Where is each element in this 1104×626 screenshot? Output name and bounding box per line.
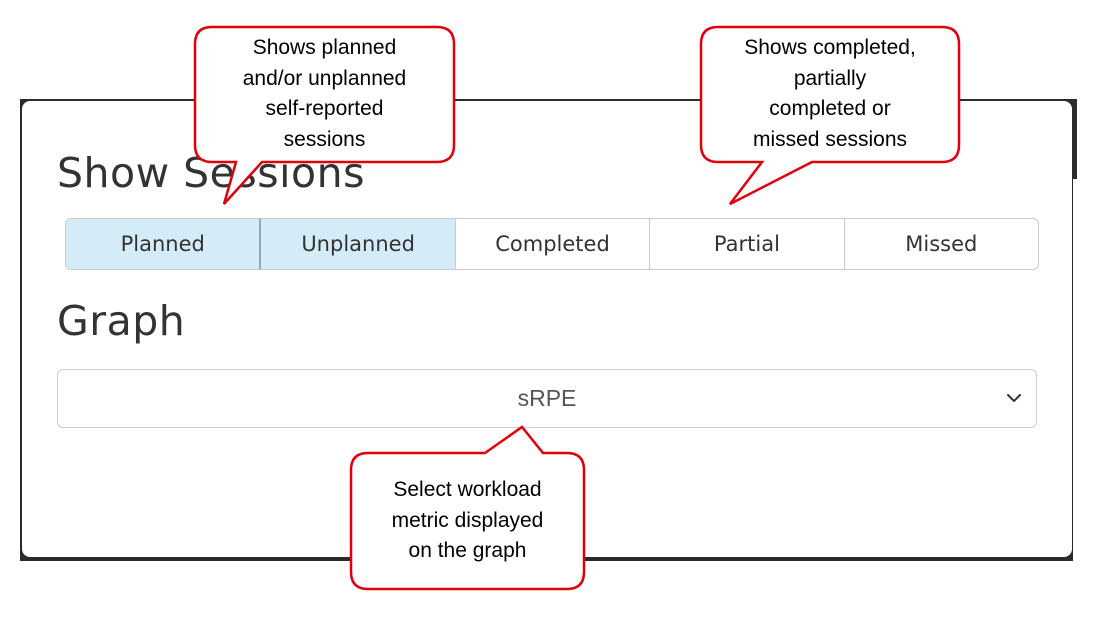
callout-line: sessions [283, 127, 366, 151]
show-sessions-heading: Show Sessions [57, 149, 365, 197]
unplanned-toggle-button[interactable]: Unplanned [259, 219, 455, 269]
graph-metric-select[interactable]: sRPE [57, 369, 1037, 428]
chevron-down-icon [1007, 394, 1021, 402]
session-filter-group: Planned Unplanned Completed Partial Miss… [65, 218, 1039, 270]
backdrop-strip [1073, 179, 1077, 561]
partial-toggle-button[interactable]: Partial [649, 219, 844, 269]
callout-graph-metric-text: Select workload metric displayed on the … [351, 475, 584, 567]
callout-line: and/or unplanned [242, 66, 407, 90]
callout-line: missed sessions [752, 127, 908, 151]
callout-line: partially [793, 66, 867, 90]
missed-toggle-button[interactable]: Missed [843, 219, 1038, 269]
callout-line: Shows completed, [744, 36, 916, 59]
callout-completion-status-text: Shows completed, partially completed or … [701, 33, 959, 155]
callout-line: self-reported [265, 97, 384, 120]
callout-line: Select workload [393, 478, 542, 501]
completed-toggle-button[interactable]: Completed [454, 219, 650, 269]
graph-heading: Graph [57, 297, 186, 345]
graph-metric-value: sRPE [517, 385, 577, 411]
callout-planned-unplanned-text: Shows planned and/or unplanned self-repo… [195, 33, 454, 155]
callout-line: metric displayed [391, 508, 544, 532]
planned-toggle-button[interactable]: Planned [66, 219, 260, 269]
callout-line: Shows planned [252, 36, 397, 59]
callout-line: completed or [769, 97, 891, 120]
callout-line: on the graph [408, 539, 527, 562]
